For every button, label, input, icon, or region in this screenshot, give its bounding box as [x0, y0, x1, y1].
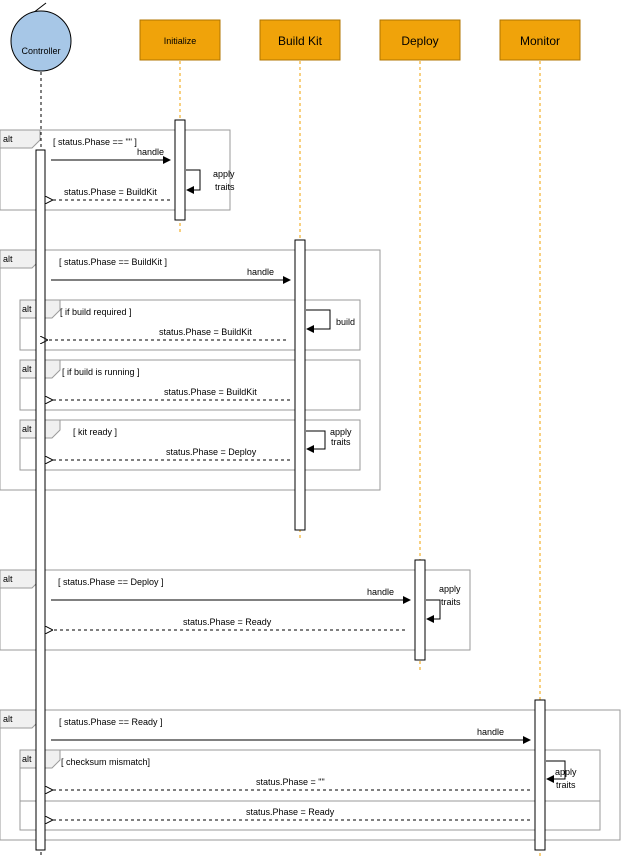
message-label: handle [137, 147, 164, 157]
alt-guard: [ kit ready ] [73, 427, 117, 437]
controller-circle [10, 10, 72, 72]
message-label: status.Phase = Deploy [166, 447, 257, 457]
alt-tag: alt [3, 254, 13, 264]
alt-frame-ready: alt [ status.Phase == Ready ] [0, 709, 621, 841]
message-label: status.Phase = BuildKit [64, 187, 157, 197]
alt-guard: [ status.Phase == BuildKit ] [59, 257, 167, 267]
alt-tag: alt [3, 714, 13, 724]
alt-frame-build-required: alt [ if build required ] [19, 299, 361, 351]
message-label: handle [477, 727, 504, 737]
alt-guard: [ checksum mismatch] [61, 757, 150, 767]
controller-activation [35, 149, 46, 851]
message-label: traits [331, 437, 351, 447]
message-label: status.Phase = Ready [183, 617, 272, 627]
initialize-activation [174, 119, 186, 221]
deploy-participant[interactable]: Deploy [379, 19, 461, 61]
self-message-arrow [306, 430, 326, 453]
alt-frame-kit-ready: alt [ kit ready ] [19, 419, 361, 471]
self-message-arrow [426, 599, 441, 623]
buildkit-label: Build Kit [278, 34, 323, 48]
message-label: apply [330, 427, 352, 437]
alt-guard: [ if build required ] [60, 307, 132, 317]
alt-guard: [ status.Phase == Deploy ] [58, 577, 164, 587]
alt-guard: [ status.Phase == "" ] [53, 137, 137, 147]
message-label: handle [367, 587, 394, 597]
message-label: traits [441, 597, 461, 607]
message-label: apply [555, 767, 577, 777]
self-message-arrow [546, 760, 566, 783]
deploy-label: Deploy [401, 34, 438, 48]
message-label: traits [215, 182, 235, 192]
alt-tag: alt [22, 364, 32, 374]
monitor-participant[interactable]: Monitor [499, 19, 581, 61]
self-message-arrow [306, 309, 331, 333]
alt-frame-deploy: alt [ status.Phase == Deploy ] [0, 569, 471, 651]
message-label: handle [247, 267, 274, 277]
alt-tag: alt [22, 754, 32, 764]
alt-tag: alt [22, 424, 32, 434]
controller-participant[interactable]: Controller [10, 2, 72, 72]
message-label: status.Phase = Ready [246, 807, 335, 817]
alt-frame-initial: alt [ status.Phase == "" ] [0, 129, 231, 211]
message-label: status.Phase = BuildKit [164, 387, 257, 397]
alt-frame-build-running: alt [ if build is running ] [19, 359, 361, 411]
alt-guard: [ status.Phase == Ready ] [59, 717, 163, 727]
message-label: traits [556, 780, 576, 790]
message-label: status.Phase = BuildKit [159, 327, 252, 337]
self-message-arrow [186, 169, 201, 194]
alt-frame-buildkit: alt [ status.Phase == BuildKit ] [0, 249, 381, 491]
buildkit-activation [294, 239, 306, 531]
alt-tag: alt [22, 304, 32, 314]
alt-tag: alt [3, 134, 13, 144]
monitor-label: Monitor [520, 34, 560, 48]
initialize-label: Initialize [164, 36, 197, 46]
alt-guard: [ if build is running ] [62, 367, 140, 377]
monitor-activation [534, 699, 546, 851]
buildkit-participant[interactable]: Build Kit [259, 19, 341, 61]
message-label: build [336, 317, 355, 327]
message-label: status.Phase = "" [256, 777, 325, 787]
alt-tag: alt [3, 574, 13, 584]
deploy-activation [414, 559, 426, 661]
initialize-participant[interactable]: Initialize [139, 19, 221, 61]
controller-label: Controller [21, 46, 60, 56]
message-label: apply [439, 584, 461, 594]
message-label: apply [213, 169, 235, 179]
